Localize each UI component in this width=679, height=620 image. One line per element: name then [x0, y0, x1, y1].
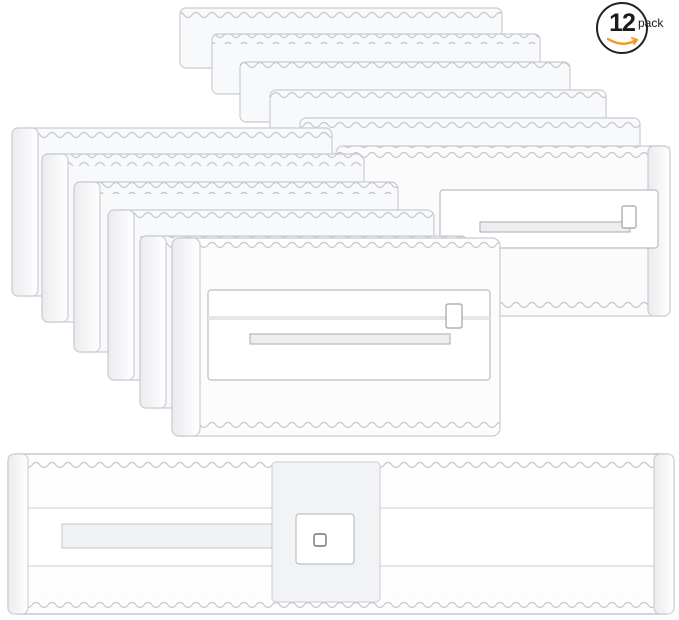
cutter-stack-front: [11, 127, 501, 437]
badge-word: pack: [638, 16, 664, 30]
badge-count: 12: [609, 9, 636, 37]
smile-arrow-icon: [606, 37, 639, 45]
cutter-stack-back: [179, 7, 671, 317]
badge-circle: [596, 2, 648, 54]
cutter-front-view: [7, 453, 675, 615]
pack-count-badge: 12 pack: [596, 2, 676, 54]
